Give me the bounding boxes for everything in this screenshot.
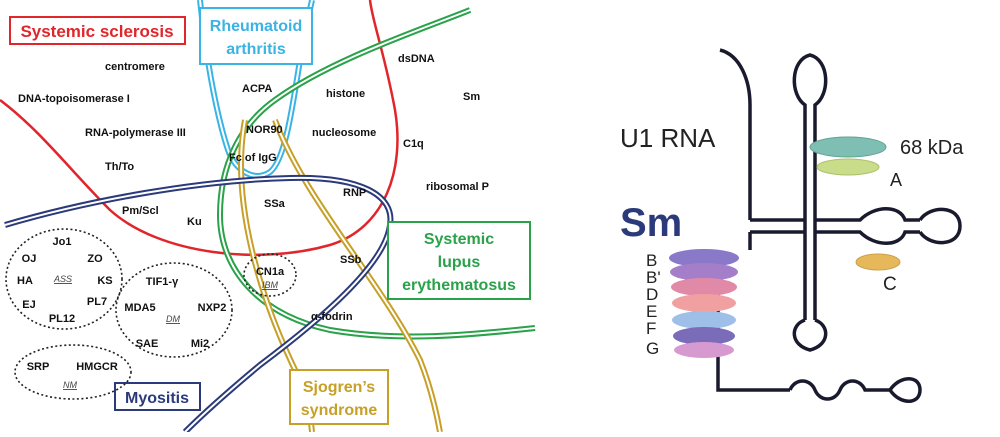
systemic-sclerosis-curve <box>0 0 399 257</box>
sjogren-label-line1: Sjogren’s <box>303 379 375 396</box>
dm-abbr: DM <box>166 314 180 324</box>
antigen-nor90: NOR90 <box>246 124 283 136</box>
sm-protein-stack <box>669 249 739 358</box>
cluster-nm: SRP HMGCR NM <box>14 344 132 400</box>
sle-label-line1: Systemic <box>424 231 494 248</box>
u1-rna-structure <box>716 48 962 403</box>
sm-disc-b <box>669 249 739 267</box>
dm-tif1: TIF1-γ <box>146 276 179 288</box>
antigen-histone: histone <box>326 88 365 100</box>
ass-jo1: Jo1 <box>53 236 72 248</box>
antigen-pm-scl: Pm/Scl <box>122 205 159 217</box>
antigen-th-to: Th/To <box>105 161 134 173</box>
kda-label: 68 kDa <box>900 137 964 159</box>
ass-ha: HA <box>17 275 33 287</box>
nm-srp: SRP <box>27 361 50 373</box>
ass-ej: EJ <box>22 299 35 311</box>
sm-protein-labels: B B' D E F G <box>646 251 661 358</box>
rheumatoid-arthritis-label-line1: Rheumatoid <box>210 18 302 35</box>
myositis-label: Myositis <box>125 390 189 407</box>
sjogren-label-line2: syndrome <box>301 402 378 419</box>
c-label: C <box>883 274 897 295</box>
sm-label-e: E <box>646 302 657 321</box>
systemic-sclerosis-label-box: Systemic sclerosis <box>9 16 186 45</box>
nm-abbr: NM <box>63 380 77 390</box>
cluster-ibm: CN1a IBM <box>243 253 297 297</box>
a-label: A <box>890 170 902 190</box>
sm-label-f: F <box>646 319 656 338</box>
antigen-rnp: RNP <box>343 187 366 199</box>
sm-label-d: D <box>646 285 658 304</box>
ass-pl7: PL7 <box>87 296 107 308</box>
protein-68kda-disc <box>809 136 887 158</box>
ass-abbr: ASS <box>53 274 72 284</box>
antigen-ssa: SSa <box>264 198 286 210</box>
cluster-dm: TIF1-γ MDA5 DM NXP2 SAE Mi2 <box>115 262 233 358</box>
sm-disc-g2 <box>674 342 734 358</box>
sm-label: Sm <box>620 201 682 245</box>
dm-mda5: MDA5 <box>124 302 155 314</box>
sm-label-b-prime: B' <box>646 268 661 287</box>
sm-disc-g1 <box>673 327 735 345</box>
protein-a-disc <box>816 158 880 176</box>
sm-label-g: G <box>646 339 659 358</box>
myositis-label-box: Myositis <box>114 382 201 411</box>
protein-c-disc <box>855 253 901 271</box>
u1-snrnp-diagram: U1 RNA Sm 68 kDa A C B B' D E F G <box>600 0 1000 432</box>
antigen-sm: Sm <box>463 91 480 103</box>
sle-label-line3: erythematosus <box>402 277 516 294</box>
autoantibody-overlap-diagram: Systemic sclerosis Rheumatoid arthritis … <box>0 0 536 435</box>
nm-hmgcr: HMGCR <box>76 361 118 373</box>
ibm-abbr: IBM <box>262 280 279 290</box>
rheumatoid-arthritis-label-line2: arthritis <box>226 41 286 58</box>
sm-disc-d <box>671 278 737 296</box>
sjogren-label-box: Sjogren’s syndrome <box>289 369 389 425</box>
antigen-nucleosome: nucleosome <box>312 127 376 139</box>
antigen-alpha-fodrin: α-fodrin <box>311 311 353 323</box>
cluster-ass: Jo1 OJ ZO HA ASS KS EJ PL7 PL12 <box>5 228 123 330</box>
antigen-fc-igg: Fc of IgG <box>229 152 277 164</box>
dm-nxp2: NXP2 <box>198 302 227 314</box>
snrnp-svg: U1 RNA Sm 68 kDa A C B B' D E F G <box>620 48 964 403</box>
antigen-ku: Ku <box>187 216 202 228</box>
antigen-ssb: SSb <box>340 254 362 266</box>
systemic-sclerosis-label: Systemic sclerosis <box>20 22 173 41</box>
ibm-cn1a: CN1a <box>256 266 285 278</box>
sm-disc-e <box>672 294 736 312</box>
ass-oj: OJ <box>22 253 37 265</box>
sm-disc-f <box>672 311 736 329</box>
antigen-acpa: ACPA <box>242 83 272 95</box>
sle-label-box: Systemic lupus erythematosus <box>387 221 531 300</box>
antigen-ribosomal-p: ribosomal P <box>426 181 489 193</box>
rheumatoid-arthritis-label-box: Rheumatoid arthritis <box>199 7 313 65</box>
ass-pl12: PL12 <box>49 313 75 325</box>
sle-label-line2: lupus <box>438 254 481 271</box>
dm-sae: SAE <box>136 338 159 350</box>
antigen-rna-polymerase: RNA-polymerase III <box>85 127 186 139</box>
u1-rna-label: U1 RNA <box>620 123 716 153</box>
sm-label-b: B <box>646 251 657 270</box>
ass-ks: KS <box>97 275 112 287</box>
overlap-svg: Systemic sclerosis Rheumatoid arthritis … <box>0 0 536 435</box>
antigen-c1q: C1q <box>403 138 424 150</box>
sm-disc-b-prime <box>670 263 738 281</box>
antigen-dna-topoisomerase: DNA-topoisomerase I <box>18 93 130 105</box>
antigen-dsdna: dsDNA <box>398 53 435 65</box>
antigen-centromere: centromere <box>105 61 165 73</box>
ass-zo: ZO <box>87 253 103 265</box>
dm-mi2: Mi2 <box>191 338 209 350</box>
